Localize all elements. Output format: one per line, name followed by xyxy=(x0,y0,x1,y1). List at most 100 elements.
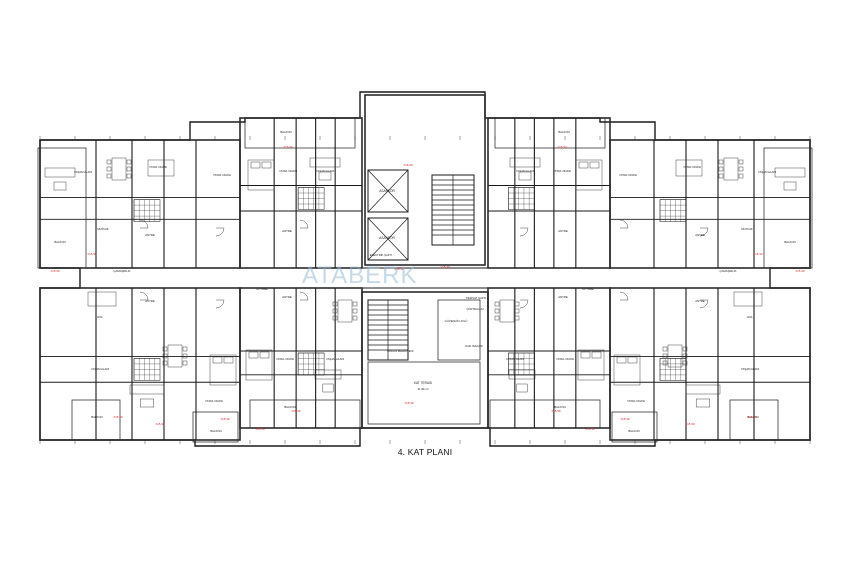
bed-se-pillow xyxy=(616,356,627,364)
living-nw-sofa xyxy=(44,167,76,178)
level-mark: ±15.30 xyxy=(585,427,594,431)
apartment-n-right xyxy=(487,117,611,269)
elevator-2-x2 xyxy=(367,217,409,261)
room-label: GİYİNME xyxy=(256,286,268,291)
door-swing xyxy=(299,291,309,301)
service-shaft-label: TESİSAT ŞAFTI xyxy=(466,295,486,300)
door-swing xyxy=(519,299,529,309)
balcony-north-left xyxy=(244,117,356,149)
bed-s-left-pillow xyxy=(248,351,259,359)
living-nl-sofa xyxy=(309,157,341,168)
bed-n-right-bed xyxy=(575,159,603,191)
room-label: ANTRE xyxy=(695,299,705,303)
balcony-south-right xyxy=(489,399,601,429)
balcony-east-top xyxy=(763,147,813,269)
room-label: BALKON xyxy=(210,429,221,433)
dining-sr-table xyxy=(499,299,515,323)
room-label: BALKON xyxy=(54,240,65,244)
bed-sw-pillow xyxy=(212,356,223,364)
dining-ne-table xyxy=(723,157,739,181)
kitchen-counter-ne xyxy=(675,159,703,177)
building-outline xyxy=(39,91,811,447)
dining-ne-chair xyxy=(738,159,744,165)
plan-linework xyxy=(37,91,813,447)
room-label: ANTRE xyxy=(145,299,155,303)
room-label: YATAK ODASI xyxy=(627,399,645,403)
level-mark: ±15.30 xyxy=(113,415,122,419)
dining-ne-chair xyxy=(718,173,724,179)
balcony-sw-small xyxy=(192,411,239,443)
door-swing xyxy=(519,227,529,237)
fire-stair-label: YANGIN MERDİVENİ xyxy=(387,348,414,353)
bed-n-right-pillow xyxy=(578,161,589,169)
room-label: BALKON xyxy=(280,130,291,134)
room-label: ANTRE xyxy=(282,229,292,233)
dining-se-table xyxy=(667,344,683,368)
level-mark: ±15.30 xyxy=(220,417,229,421)
room-label: YAŞAM ALANI xyxy=(516,169,535,173)
bed-sw-pillow xyxy=(223,356,234,364)
room-label: YATAK ODASI xyxy=(619,173,637,177)
chimney-label: KAR. BACASI xyxy=(465,344,483,348)
door-swing xyxy=(299,219,309,229)
dining-sl-chair xyxy=(352,308,358,314)
bed-n-left-pillow xyxy=(250,161,261,169)
room-label: ANTRE xyxy=(558,229,568,233)
room-label: ANTRE xyxy=(558,295,568,299)
room-label: YATAK ODASI xyxy=(279,169,297,173)
apartment-ne xyxy=(609,139,811,269)
elevator-2-label: ASANSÖR xyxy=(379,236,395,240)
watermark-logo: ATABERK xyxy=(302,262,418,289)
dining-sl-chair xyxy=(332,301,338,307)
room-label: BALKON xyxy=(91,415,102,419)
level-mark: ±15.30 xyxy=(557,145,566,149)
room-label: ANTRE xyxy=(695,233,705,237)
living-nr-sofa xyxy=(509,157,541,168)
security-hall-label: GÜVENLİK HOLÜ xyxy=(445,318,468,323)
dining-sr-chair xyxy=(514,315,520,321)
bed-s-right-pillow xyxy=(591,351,602,359)
room-label: ANTRE xyxy=(282,295,292,299)
dining-sr-chair xyxy=(514,301,520,307)
room-label: HOL xyxy=(747,315,753,319)
room-label-layer: YAŞAM ALANI YAŞAM ALANI YAŞAM ALANI YAŞAM A… xyxy=(50,130,804,433)
apartment-n-left xyxy=(239,117,363,269)
kitchen-counter-nw xyxy=(147,159,175,177)
room-label: BALKON xyxy=(554,405,565,409)
center-level-mark: ±15.30 xyxy=(394,267,403,271)
room-label: BALKON xyxy=(784,240,795,244)
chute-label: ÇÖP BACASI xyxy=(466,307,483,311)
dining-se-chair xyxy=(682,346,688,352)
bed-n-left-bed xyxy=(247,159,275,191)
dining-sr-chair xyxy=(494,308,500,314)
room-label: YATAK ODASI xyxy=(556,357,574,361)
dining-nw-chair xyxy=(106,159,112,165)
dining-se-chair xyxy=(662,353,668,359)
door-swing xyxy=(215,227,225,237)
living-nr-coffee-table xyxy=(518,171,532,181)
living-ne-sofa xyxy=(774,167,806,178)
balcony-south-left xyxy=(249,399,361,429)
door-swing xyxy=(699,299,709,309)
door-swing xyxy=(215,299,225,309)
dining-nw-chair xyxy=(106,166,112,172)
level-mark: ±15.30 xyxy=(747,415,756,419)
dining-se-chair xyxy=(682,353,688,359)
elevator-1-label: ASANSÖR xyxy=(379,189,395,193)
dining-ne-chair xyxy=(718,166,724,172)
terrace-area: 31.89 m² xyxy=(417,387,428,391)
room-label: YAŞAM ALANI xyxy=(91,367,110,371)
level-mark: ±15.30 xyxy=(685,422,694,426)
room-label: YAŞAM ALANI xyxy=(326,357,345,361)
bed-sw-bed xyxy=(209,354,237,386)
living-sl-coffee-table xyxy=(322,383,334,393)
level-mark: ±15.30 xyxy=(87,252,96,256)
room-label: YAŞAM ALANI xyxy=(316,169,335,173)
dining-sl-chair xyxy=(332,308,338,314)
dining-sr-chair xyxy=(494,315,500,321)
dining-ne-chair xyxy=(738,173,744,179)
apartment-s-right xyxy=(487,287,611,429)
room-label: YAŞAM ALANI xyxy=(741,367,760,371)
dining-sr-chair xyxy=(494,301,500,307)
living-ne-coffee-table xyxy=(783,181,797,191)
